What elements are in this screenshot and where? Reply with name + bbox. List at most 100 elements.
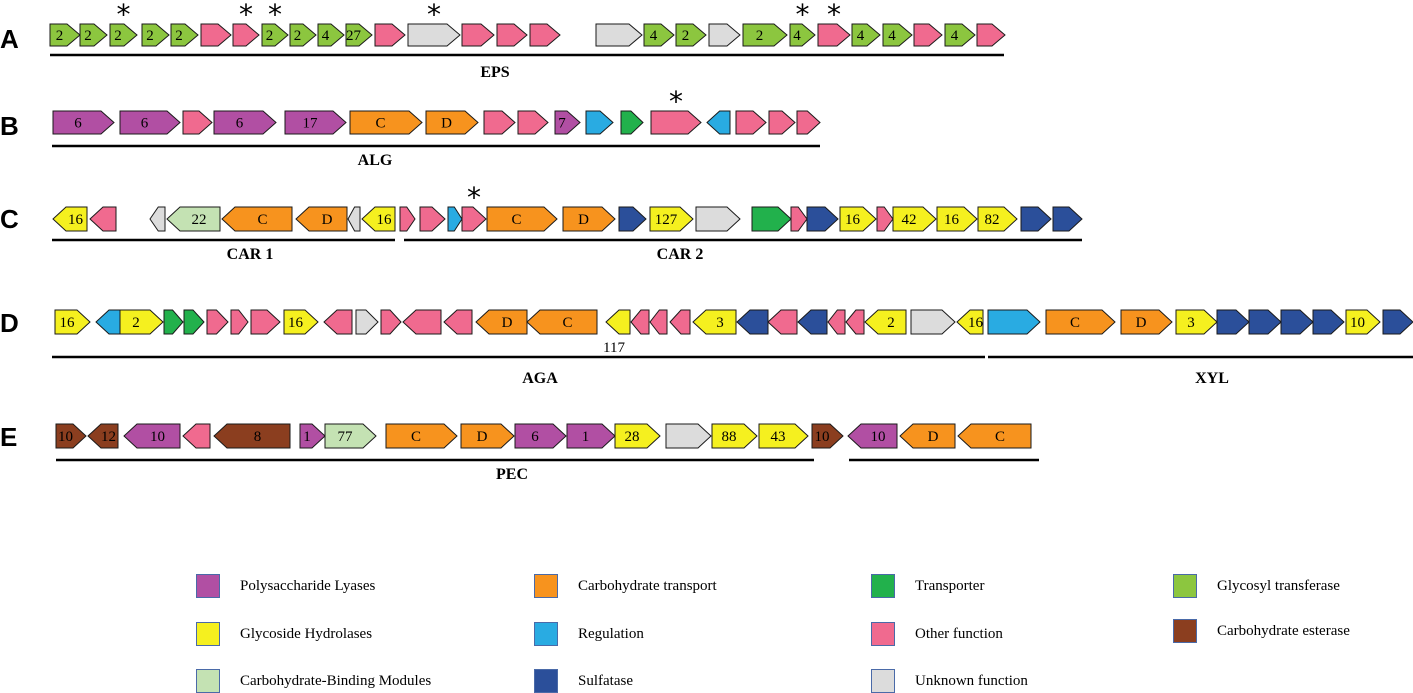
gene-arrow <box>483 110 516 135</box>
gene-arrow <box>768 110 796 135</box>
gene-arrow <box>944 23 976 47</box>
gene-arrow <box>399 206 416 232</box>
gene-arrow <box>374 23 406 47</box>
gene-arrow <box>1045 309 1116 335</box>
gene-arrow <box>650 110 702 135</box>
cluster-label-aga: AGA <box>522 370 558 387</box>
gene-family-label: 10 <box>815 429 830 445</box>
gene-arrow <box>87 423 119 449</box>
gene-arrow <box>605 309 631 335</box>
legend-swatch <box>534 669 558 693</box>
row-letter-e: E <box>0 422 18 452</box>
gene-arrow <box>52 110 115 135</box>
legend-swatch <box>534 622 558 646</box>
gene-arrow <box>349 110 423 135</box>
legend-item-unknown-function: Unknown function <box>871 669 1028 693</box>
gene-family-label: 17 <box>303 116 319 132</box>
legend-swatch <box>196 669 220 693</box>
legend-item-carbohydrate-binding-modules: Carbohydrate-Binding Modules <box>196 669 431 693</box>
gene-arrow <box>55 423 87 449</box>
gene-family-label: 2 <box>146 28 154 44</box>
gene-arrow <box>475 309 528 335</box>
gene-family-label: C <box>562 315 572 331</box>
legend-item-polysaccharide-lyases: Polysaccharide Lyases <box>196 574 375 598</box>
asterisk-marker: * <box>239 0 253 31</box>
legend-item-transporter: Transporter <box>871 574 984 598</box>
gene-arrow <box>1248 309 1282 335</box>
gene-family-label: 4 <box>857 28 865 44</box>
gene-arrow <box>419 206 446 232</box>
cluster-label-car2: CAR 2 <box>656 246 704 263</box>
gene-family-label: 2 <box>175 28 183 44</box>
gene-arrow <box>827 309 846 335</box>
gene-arrow <box>630 309 650 335</box>
gene-arrow <box>149 206 166 232</box>
gene-arrow <box>52 206 88 232</box>
gene-arrow <box>261 23 289 47</box>
gene-arrow <box>711 423 758 449</box>
gene-arrow <box>1020 206 1052 232</box>
asterisk-marker: * <box>427 0 441 31</box>
gene-family-label: 16 <box>944 212 960 228</box>
gene-arrow <box>839 206 877 232</box>
legend-item-carbohydrate-transport: Carbohydrate transport <box>534 574 717 598</box>
gene-family-label: 2 <box>756 28 764 44</box>
gene-arrow <box>811 423 844 449</box>
gene-family-label: 16 <box>968 315 984 331</box>
gene-family-label: 4 <box>793 28 801 44</box>
gene-family-label: 8 <box>254 429 262 445</box>
legend-swatch <box>196 622 220 646</box>
gene-arrow <box>649 309 668 335</box>
legend-label: Carbohydrate-Binding Modules <box>240 672 432 689</box>
gene-arrow <box>695 206 741 232</box>
gene-arrow <box>54 309 91 335</box>
gene-arrow <box>166 206 221 232</box>
row-letter-c: C <box>0 204 19 234</box>
gene-arrow <box>706 110 731 135</box>
row-letter-a: A <box>0 24 19 54</box>
gene-arrow <box>1280 309 1314 335</box>
gene-family-label: 127 <box>655 212 678 228</box>
gene-arrow <box>767 309 798 335</box>
gene-arrow <box>977 206 1018 232</box>
legend-swatch <box>196 574 220 598</box>
gene-family-label: D <box>477 429 488 445</box>
asterisk-marker: * <box>669 85 683 118</box>
gene-arrow <box>817 23 851 47</box>
gene-arrow <box>692 309 737 335</box>
gene-arrow <box>163 309 184 335</box>
gene-arrow <box>109 23 138 47</box>
gene-arrow <box>514 423 567 449</box>
legend-swatch <box>534 574 558 598</box>
legend-label: Glycoside Hydrolases <box>240 625 373 642</box>
gene-arrow <box>796 110 821 135</box>
gene-family-label: 42 <box>902 212 917 228</box>
gene-family-label: 88 <box>722 429 737 445</box>
gene-arrow <box>361 206 396 232</box>
gene-arrow <box>289 23 317 47</box>
gene-arrow <box>851 23 881 47</box>
gene-arrow <box>461 206 487 232</box>
gene-arrow <box>1312 309 1345 335</box>
gene-arrow <box>669 309 691 335</box>
legend-item-carbohydrate-esterase: Carbohydrate esterase <box>1173 619 1350 643</box>
gene-arrow <box>213 110 277 135</box>
asterisk-marker: * <box>467 181 481 214</box>
gene-family-label: 2 <box>132 315 140 331</box>
gene-arrow <box>526 309 598 335</box>
asterisk-marker: * <box>117 0 131 31</box>
legend-item-regulation: Regulation <box>534 622 644 646</box>
legend-label: Carbohydrate esterase <box>1217 622 1350 639</box>
gene-family-label: 4 <box>951 28 959 44</box>
gene-family-label: 4 <box>322 28 330 44</box>
gene-arrow <box>554 110 581 135</box>
gene-family-label: 3 <box>716 315 724 331</box>
gene-family-label: C <box>257 212 267 228</box>
gene-arrow <box>200 23 232 47</box>
gene-arrow <box>882 23 913 47</box>
gene-family-label: 27 <box>346 28 362 44</box>
gene-family-label: 16 <box>60 315 76 331</box>
